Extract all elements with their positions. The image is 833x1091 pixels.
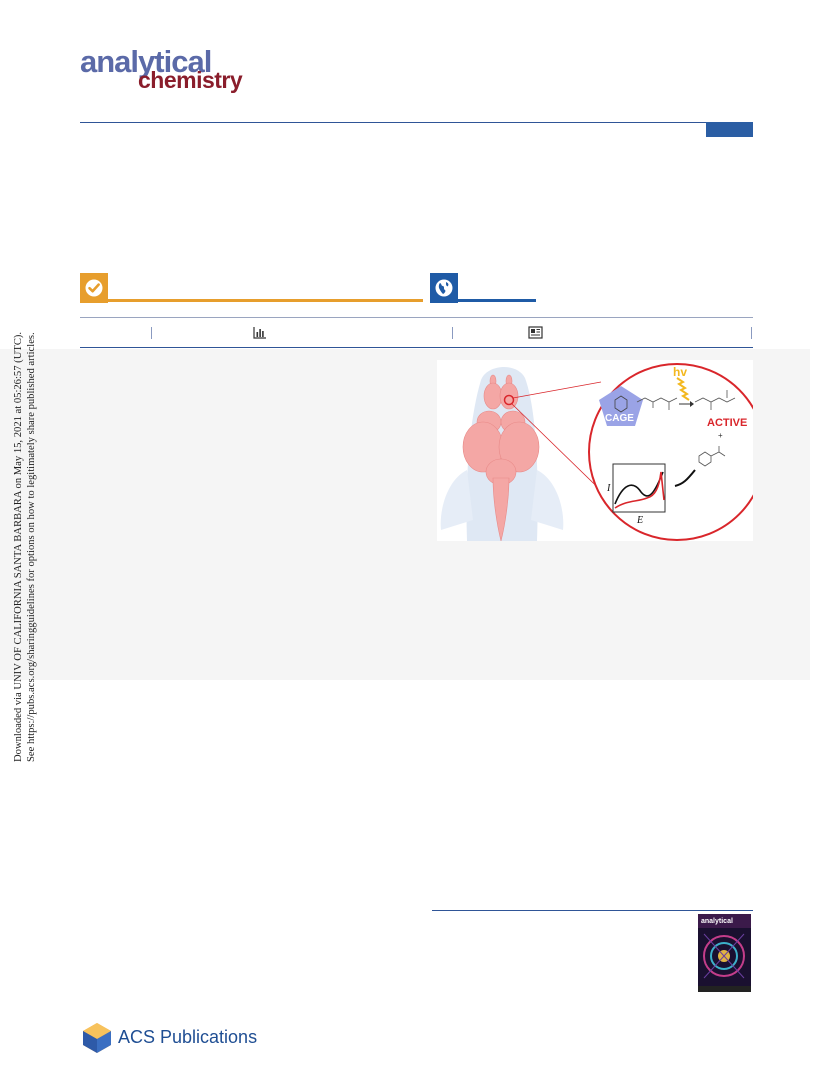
logo-chemistry-text: chemistry xyxy=(138,67,243,93)
check-badge-box xyxy=(80,273,108,303)
badge-underline-blue xyxy=(458,299,536,302)
article-icon xyxy=(528,326,543,339)
metrics-rule-top xyxy=(80,317,753,318)
toc-graphic: hv CAGE ACTIVE + I E xyxy=(437,360,766,542)
y-axis-label: I xyxy=(606,483,611,494)
badge-underline-orange xyxy=(108,299,423,302)
acs-publications-text: ACS Publications xyxy=(118,1027,258,1047)
active-label: ACTIVE xyxy=(707,417,747,429)
metrics-separator xyxy=(151,327,152,339)
acs-publications-logo[interactable]: ACS Publications xyxy=(80,1022,257,1054)
global-access-badge[interactable] xyxy=(430,273,536,303)
cover-title: analytical xyxy=(701,918,733,925)
cover-image: analytical xyxy=(698,914,751,992)
journal-cover-thumbnail[interactable]: analytical xyxy=(698,914,751,992)
check-circle-icon xyxy=(85,279,103,297)
header-rule xyxy=(80,122,753,123)
metrics-separator xyxy=(751,327,752,339)
download-notice-line1: Downloaded via UNIV OF CALIFORNIA SANTA … xyxy=(13,331,24,762)
cover-rule xyxy=(432,910,753,911)
acs-hexagon-icon xyxy=(83,1023,111,1053)
toc-illustration: hv CAGE ACTIVE + I E xyxy=(440,363,766,542)
open-access-badge[interactable] xyxy=(80,273,423,303)
plus-label: + xyxy=(718,431,723,440)
hv-label: hv xyxy=(673,365,687,379)
cage-label: CAGE xyxy=(605,413,634,424)
metrics-separator xyxy=(452,327,453,339)
journal-logo[interactable]: analytical chemistry xyxy=(80,44,243,93)
download-notice-line2: See https://pubs.acs.org/sharingguidelin… xyxy=(26,332,37,762)
globe-icon xyxy=(435,279,453,297)
x-axis-label: E xyxy=(636,515,643,526)
header-tab-block xyxy=(706,122,753,137)
globe-badge-box xyxy=(430,273,458,303)
logo-analytical-text: analytical xyxy=(80,44,212,79)
article-recommendations-link[interactable] xyxy=(528,326,543,344)
metrics-link[interactable] xyxy=(253,326,267,344)
metrics-rule-bottom xyxy=(80,347,753,348)
bar-chart-icon xyxy=(253,327,266,339)
